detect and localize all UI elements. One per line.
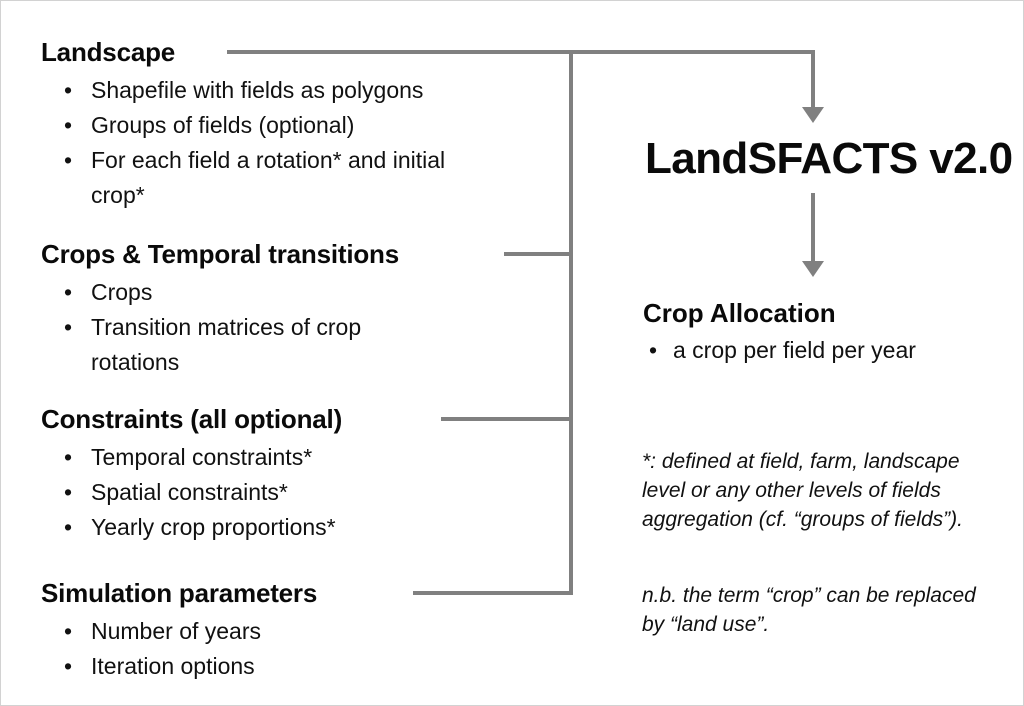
input-group-items: • Temporal constraints* • Spatial constr… <box>41 440 342 545</box>
bullet-icon: • <box>64 279 73 305</box>
list-item-label: Shapefile with fields as polygons <box>91 77 424 103</box>
input-group-crops-temporal-transitions: Crops & Temporal transitions • Crops • T… <box>41 239 451 380</box>
list-item: • Spatial constraints* <box>41 475 342 510</box>
bullet-icon: • <box>64 77 73 103</box>
connector-trunk-vertical <box>569 50 573 595</box>
output-heading: Crop Allocation <box>643 298 836 328</box>
list-item-label: Crops <box>91 279 153 305</box>
list-item-label: Iteration options <box>91 653 255 679</box>
list-item: • a crop per field per year <box>643 333 916 367</box>
model-title: LandSFACTS v2.0 <box>645 134 1013 183</box>
input-group-simulation-parameters: Simulation parameters • Number of years … <box>41 578 317 684</box>
list-item: • Crops <box>41 275 451 310</box>
bullet-icon: • <box>64 314 73 340</box>
footnote-crop-term: n.b. the term “crop” can be replaced by … <box>642 584 976 636</box>
bullet-icon: • <box>649 337 658 363</box>
list-item-label: Groups of fields (optional) <box>91 112 355 138</box>
list-item-label: Transition matrices of crop rotations <box>91 314 362 375</box>
list-item-label: Yearly crop proportions* <box>91 514 336 540</box>
arrow-head-to-output-icon <box>802 261 824 277</box>
list-item: • For each field a rotation* and initial… <box>41 143 481 213</box>
output-items: • a crop per field per year <box>643 333 916 367</box>
input-group-constraints: Constraints (all optional) • Temporal co… <box>41 404 342 545</box>
list-item-label: For each field a rotation* and initial c… <box>91 147 446 208</box>
list-item: • Iteration options <box>41 649 317 684</box>
list-item: • Shapefile with fields as polygons <box>41 73 481 108</box>
bullet-icon: • <box>64 112 73 138</box>
connector-line-simulation-parameters <box>413 591 573 595</box>
list-item: • Transition matrices of crop rotations <box>41 310 451 380</box>
connector-line-to-output <box>811 193 815 263</box>
input-group-heading: Crops & Temporal transitions <box>41 239 399 269</box>
list-item-label: Number of years <box>91 618 262 644</box>
connector-line-landscape <box>227 50 813 54</box>
output-group-crop-allocation: Crop Allocation • a crop per field per y… <box>643 298 916 367</box>
footnote-asterisk-definition: *: defined at field, farm, landscape lev… <box>642 450 963 531</box>
bullet-icon: • <box>64 653 73 679</box>
input-group-items: • Crops • Transition matrices of crop ro… <box>41 275 451 380</box>
list-item-label: Spatial constraints* <box>91 479 288 505</box>
arrow-head-to-model-icon <box>802 107 824 123</box>
bullet-icon: • <box>64 514 73 540</box>
input-group-heading: Constraints (all optional) <box>41 404 343 434</box>
list-item-label: Temporal constraints* <box>91 444 313 470</box>
list-item: • Groups of fields (optional) <box>41 108 481 143</box>
list-item-label: a crop per field per year <box>673 337 916 363</box>
input-group-landscape: Landscape • Shapefile with fields as pol… <box>41 37 481 213</box>
input-group-heading: Landscape <box>41 37 176 67</box>
bullet-icon: • <box>64 479 73 505</box>
list-item: • Temporal constraints* <box>41 440 342 475</box>
list-item: • Number of years <box>41 614 317 649</box>
bullet-icon: • <box>64 618 73 644</box>
connector-line-constraints <box>441 417 573 421</box>
input-group-heading: Simulation parameters <box>41 578 318 608</box>
input-group-items: • Number of years • Iteration options <box>41 614 317 684</box>
input-group-items: • Shapefile with fields as polygons • Gr… <box>41 73 481 213</box>
list-item: • Yearly crop proportions* <box>41 510 342 545</box>
bullet-icon: • <box>64 147 73 173</box>
connector-line-to-model <box>811 50 815 109</box>
connector-line-crops-temporal-transitions <box>504 252 573 256</box>
bullet-icon: • <box>64 444 73 470</box>
